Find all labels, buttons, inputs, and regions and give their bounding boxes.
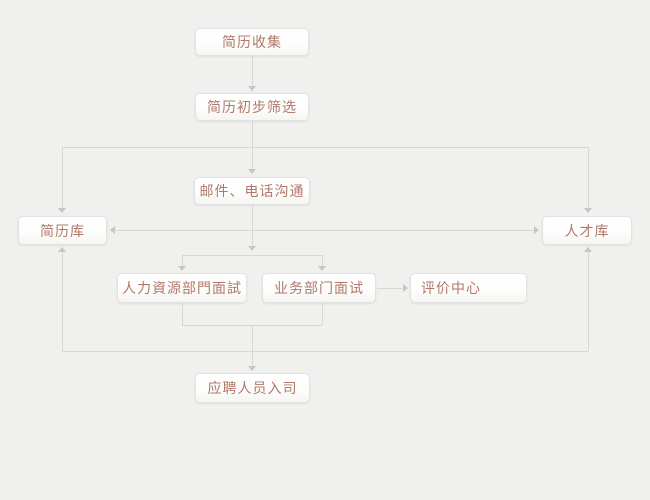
- connector-branch-to-resume-library: [62, 147, 63, 209]
- arrow-down-icon: [318, 266, 326, 271]
- node-evaluation-center: 评价中心: [410, 273, 527, 303]
- node-talent-pool: 人才库: [542, 216, 632, 245]
- connector-business-interview-down: [322, 303, 323, 325]
- arrow-up-icon: [58, 247, 66, 252]
- connector-interview-split-horizontal: [182, 255, 322, 256]
- connector-communication-branch-horizontal: [114, 230, 536, 231]
- arrow-down-icon: [58, 208, 66, 213]
- arrow-down-icon: [584, 208, 592, 213]
- node-resume-collection: 简历收集: [195, 28, 309, 56]
- connector-branch-to-talent-pool: [588, 147, 589, 209]
- arrow-down-icon: [248, 366, 256, 371]
- connector-return-to-talent-pool: [588, 250, 589, 351]
- arrow-right-icon: [403, 284, 408, 292]
- node-resume-screening: 简历初步筛选: [195, 93, 309, 121]
- node-communication: 邮件、电话沟通: [194, 177, 310, 205]
- arrow-down-icon: [178, 266, 186, 271]
- node-business-interview: 业务部门面试: [262, 273, 376, 303]
- arrow-right-icon: [534, 226, 539, 234]
- connector-hr-interview-down: [182, 303, 183, 325]
- connector-business-to-evaluation: [377, 288, 404, 289]
- arrow-left-icon: [110, 226, 115, 234]
- node-onboarding: 应聘人员入司: [195, 373, 310, 403]
- connector-collection-to-screening: [252, 56, 253, 92]
- node-hr-interview: 人力資源部門面試: [117, 273, 247, 303]
- connector-return-horizontal: [62, 351, 588, 352]
- arrow-down-icon: [248, 246, 256, 251]
- arrow-up-icon: [584, 247, 592, 252]
- connector-screening-to-communication: [252, 121, 253, 171]
- arrow-down-icon: [248, 86, 256, 91]
- node-resume-library: 简历库: [18, 216, 107, 245]
- connector-return-to-resume-library: [62, 250, 63, 351]
- arrow-down-icon: [248, 169, 256, 174]
- connector-communication-down: [252, 205, 253, 248]
- connector-split-to-business-interview: [322, 255, 323, 268]
- connector-join-to-onboarding: [252, 325, 253, 368]
- connector-split-to-hr-interview: [182, 255, 183, 268]
- connector-screening-branch-horizontal: [62, 147, 588, 148]
